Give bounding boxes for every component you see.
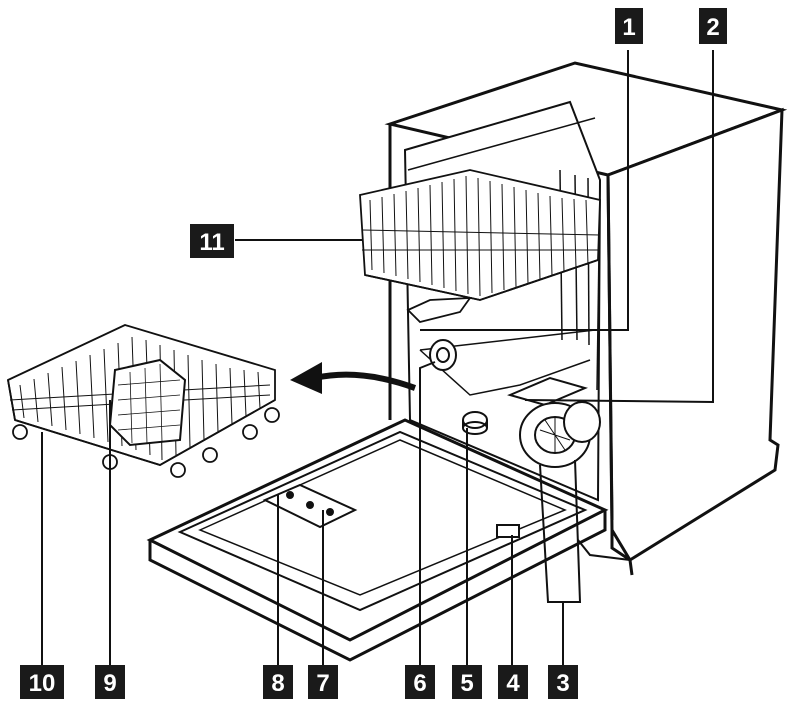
callout-label-1: 1 — [622, 14, 635, 41]
leader-line-3-bracket — [539, 459, 582, 603]
filter-assembly — [519, 401, 601, 468]
callout-7: 7 — [308, 665, 338, 699]
callout-label-11: 11 — [199, 229, 224, 256]
callout-4: 4 — [498, 665, 528, 699]
door-latch — [496, 524, 520, 538]
callout-label-2: 2 — [706, 14, 719, 41]
callout-5: 5 — [452, 665, 482, 699]
callout-label-5: 5 — [460, 670, 473, 697]
rinse-aid-cap — [462, 411, 488, 435]
callout-3: 3 — [548, 665, 578, 699]
leader-line-6 — [419, 361, 436, 665]
lower-spray-arm — [507, 376, 588, 407]
callout-1: 1 — [615, 8, 643, 44]
water-softener-cap — [429, 339, 457, 371]
leader-line-2 — [524, 50, 714, 404]
detergent-dispenser — [262, 483, 358, 529]
callout-10: 10 — [20, 665, 64, 699]
upper-basket — [359, 169, 601, 323]
callout-6: 6 — [405, 665, 435, 699]
callout-label-4: 4 — [506, 670, 520, 697]
callout-label-3: 3 — [556, 670, 569, 697]
leader-line-1 — [420, 50, 629, 331]
pull-out-arrow — [290, 362, 417, 394]
leader-lines — [41, 50, 714, 665]
lower-basket — [6, 324, 280, 478]
callout-9: 9 — [95, 665, 125, 699]
callout-label-9: 9 — [103, 670, 116, 697]
callout-11: 11 — [190, 224, 234, 258]
callout-label-10: 10 — [29, 670, 56, 697]
callout-label-7: 7 — [316, 670, 329, 697]
callout-2: 2 — [699, 8, 727, 44]
callout-label-8: 8 — [271, 670, 284, 697]
callout-label-6: 6 — [413, 670, 426, 697]
dishwasher-door — [146, 418, 609, 662]
callout-8: 8 — [263, 665, 293, 699]
